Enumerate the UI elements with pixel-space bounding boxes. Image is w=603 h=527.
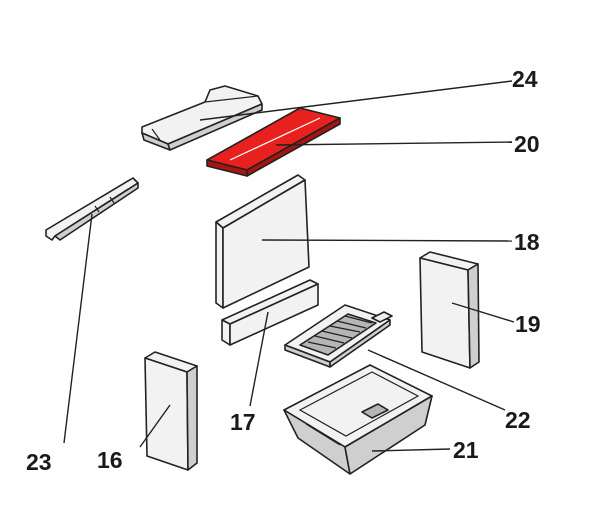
label-20: 20: [514, 131, 540, 157]
leader-19: [451, 302, 515, 323]
label-22: 22: [505, 407, 531, 433]
leader-20: [275, 141, 513, 146]
leader-17: [249, 311, 269, 407]
label-21: 21: [453, 437, 479, 463]
part-16-side-panel[interactable]: [144, 351, 198, 471]
leader-16: [139, 404, 171, 448]
label-23: 23: [26, 449, 52, 475]
label-18: 18: [514, 229, 540, 255]
label-17: 17: [230, 409, 256, 435]
label-24: 24: [512, 66, 538, 92]
leader-18: [261, 239, 513, 242]
part-19-side-panel[interactable]: [419, 251, 480, 369]
part-17-brick[interactable]: [221, 279, 319, 346]
leader-lines: [63, 80, 515, 452]
leader-24: [199, 80, 513, 121]
leader-21: [371, 448, 451, 452]
leader-23: [63, 213, 93, 444]
part-21-ash-pan[interactable]: [283, 364, 433, 475]
part-22-grate[interactable]: [284, 304, 393, 368]
label-19: 19: [515, 311, 541, 337]
label-16: 16: [97, 447, 123, 473]
part-number-labels: 24 20 18 19 22 21 17 16 23: [26, 66, 541, 475]
part-18-back-panel[interactable]: [215, 174, 310, 309]
leader-22: [367, 349, 506, 411]
part-23-bracket[interactable]: [45, 177, 139, 241]
part-20-top-plate-highlighted[interactable]: [206, 107, 341, 177]
